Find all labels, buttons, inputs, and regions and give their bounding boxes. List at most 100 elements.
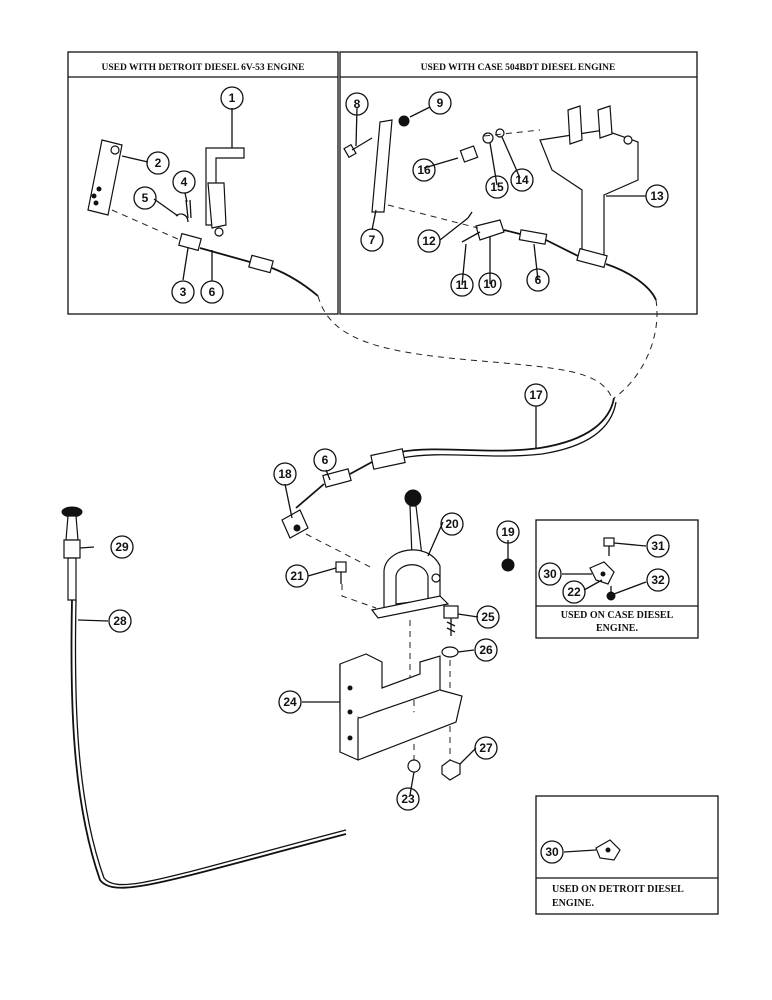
cotter-pin-part xyxy=(185,199,192,219)
callout-21: 21 xyxy=(285,564,309,588)
case-panel-header: USED WITH CASE 504BDT DIESEL ENGINE xyxy=(421,63,616,73)
callout-17: 17 xyxy=(524,383,548,407)
svg-text:6: 6 xyxy=(535,273,542,287)
cable-route-detroit xyxy=(317,295,613,399)
callout-19: 19 xyxy=(496,520,520,544)
callout-13: 13 xyxy=(645,184,669,208)
nut-part-9 xyxy=(398,115,410,127)
callout-6c: 6 xyxy=(313,448,337,472)
mounting-bracket-part-24 xyxy=(339,653,463,761)
callout-6a: 6 xyxy=(200,280,224,304)
detroit-assembly-line xyxy=(111,209,181,241)
case-inset-panel: USED ON CASE DIESEL ENGINE. xyxy=(535,519,699,639)
choke-knob-part-29 xyxy=(61,506,83,559)
leader-lines xyxy=(77,106,647,853)
svg-text:27: 27 xyxy=(479,741,493,755)
callout-8: 8 xyxy=(345,92,369,116)
detroit-panel-frame xyxy=(67,51,339,315)
callout-14: 14 xyxy=(510,168,534,192)
lever-arm-part xyxy=(87,139,123,216)
callout-30b: 30 xyxy=(540,840,564,864)
nut-part-32 xyxy=(606,586,616,601)
callout-31: 31 xyxy=(646,534,670,558)
locknut-part-27 xyxy=(441,759,461,781)
detroit-panel: USED WITH DETROIT DIESEL 6V-53 ENGINE xyxy=(67,51,339,315)
callout-6b: 6 xyxy=(526,268,550,292)
detroit-inset-caption-line2: ENGINE. xyxy=(552,898,594,909)
svg-text:11: 11 xyxy=(456,278,469,292)
case-panel: USED WITH CASE 504BDT DIESEL ENGINE xyxy=(339,51,698,315)
svg-text:26: 26 xyxy=(479,643,493,657)
svg-text:22: 22 xyxy=(567,585,581,599)
detroit-cable-end xyxy=(199,247,319,297)
svg-text:30: 30 xyxy=(545,845,559,859)
detroit-inset-panel: USED ON DETROIT DIESEL ENGINE. xyxy=(535,795,719,915)
svg-text:20: 20 xyxy=(445,517,459,531)
case-cable-end xyxy=(503,229,657,301)
cable-route-case xyxy=(613,299,658,399)
callout-23: 23 xyxy=(396,787,420,811)
svg-text:18: 18 xyxy=(278,467,292,481)
bolt-part-31 xyxy=(603,537,615,556)
callout-10: 10 xyxy=(478,272,502,296)
callout-5: 5 xyxy=(133,186,157,210)
clevis-part-10 xyxy=(461,219,505,243)
callout-12: 12 xyxy=(417,229,441,253)
detroit-panel-header: USED WITH DETROIT DIESEL 6V-53 ENGINE xyxy=(102,63,305,73)
svg-text:12: 12 xyxy=(422,234,436,248)
bolt-part-21 xyxy=(335,561,347,584)
case-panel-frame xyxy=(339,51,698,315)
link-part-7 xyxy=(371,119,393,213)
clevis-part xyxy=(178,232,202,252)
bracket-part-13 xyxy=(539,105,639,259)
svg-text:17: 17 xyxy=(529,388,543,402)
svg-text:8: 8 xyxy=(354,97,361,111)
detroit-inset-caption-line1: USED ON DETROIT DIESEL xyxy=(552,884,684,895)
yoke-assembly-line xyxy=(305,533,373,569)
svg-text:9: 9 xyxy=(437,96,444,110)
svg-text:29: 29 xyxy=(115,540,129,554)
case-assembly-line-2 xyxy=(483,129,541,137)
callout-30a: 30 xyxy=(538,562,562,586)
washers-parts xyxy=(459,128,505,163)
svg-text:14: 14 xyxy=(515,173,529,187)
svg-text:10: 10 xyxy=(483,277,497,291)
bracket-part-1 xyxy=(205,147,245,237)
callout-1: 1 xyxy=(220,86,244,110)
svg-text:24: 24 xyxy=(283,695,297,709)
bolt-part-8 xyxy=(343,137,373,159)
svg-text:7: 7 xyxy=(369,233,376,247)
callout-16: 16 xyxy=(412,158,436,182)
callout-4: 4 xyxy=(172,170,196,194)
svg-text:28: 28 xyxy=(113,614,127,628)
svg-text:15: 15 xyxy=(490,180,504,194)
svg-text:2: 2 xyxy=(155,156,162,170)
svg-text:30: 30 xyxy=(543,567,557,581)
callout-24: 24 xyxy=(278,690,302,714)
callout-26: 26 xyxy=(474,638,498,662)
svg-text:25: 25 xyxy=(481,610,495,624)
pin-part-12 xyxy=(467,211,473,219)
svg-text:23: 23 xyxy=(401,792,415,806)
svg-text:5: 5 xyxy=(142,191,149,205)
svg-text:6: 6 xyxy=(322,453,329,467)
case-inset-caption-line2: ENGINE. xyxy=(596,623,638,634)
callout-7: 7 xyxy=(360,228,384,252)
callout-22: 22 xyxy=(562,580,586,604)
callout-27: 27 xyxy=(474,736,498,760)
nut-part-19 xyxy=(501,558,515,572)
svg-text:32: 32 xyxy=(651,573,665,587)
clamp-part-30-detroit xyxy=(595,839,621,861)
nut-part-23 xyxy=(407,759,421,773)
yoke-part-18 xyxy=(281,509,309,539)
svg-text:31: 31 xyxy=(651,539,665,553)
callout-29: 29 xyxy=(110,535,134,559)
throttle-cable xyxy=(295,397,617,509)
callout-15: 15 xyxy=(485,175,509,199)
callout-28: 28 xyxy=(108,609,132,633)
svg-text:4: 4 xyxy=(181,175,188,189)
callout-9: 9 xyxy=(428,91,452,115)
svg-text:21: 21 xyxy=(290,569,304,583)
svg-text:3: 3 xyxy=(180,285,187,299)
callouts: 1 2 4 5 3 6 8 9 16 15 14 13 7 12 11 10 6… xyxy=(108,86,670,864)
